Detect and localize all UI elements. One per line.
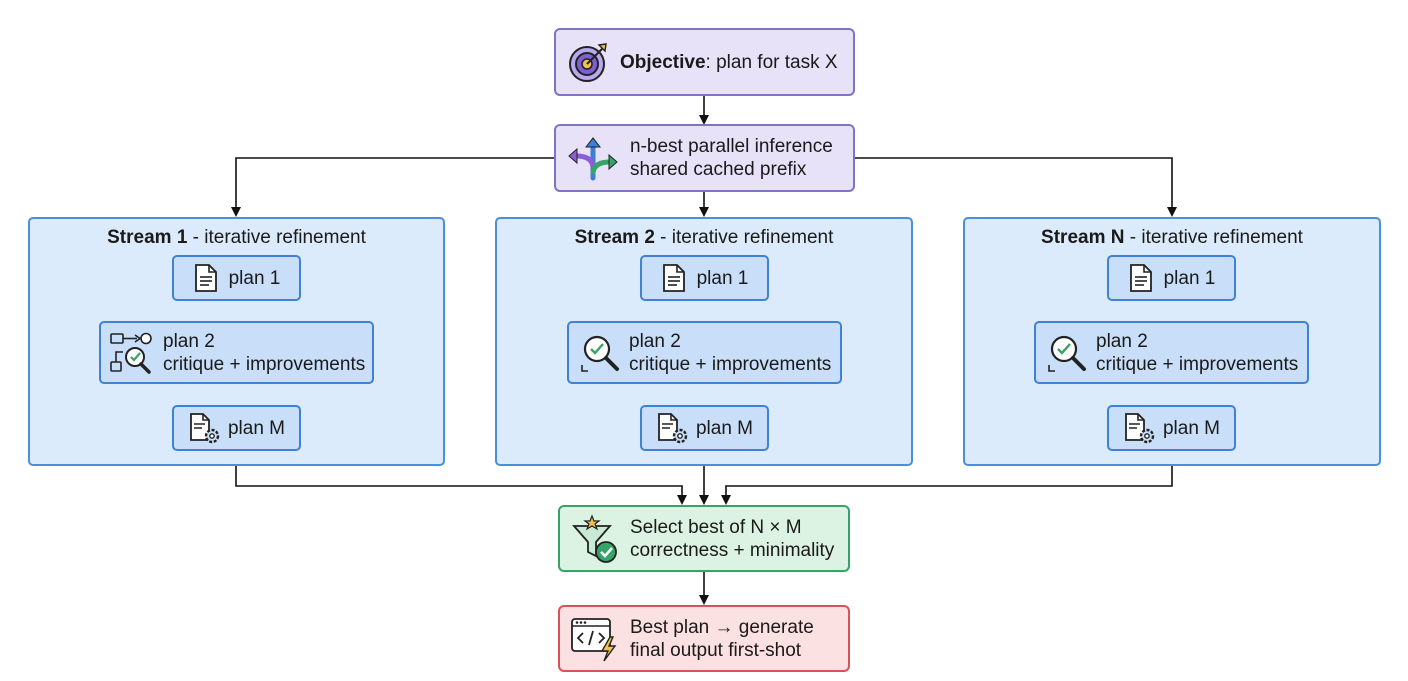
- stream-2-plan-m: plan M: [640, 405, 769, 451]
- stream-2-plan-1: plan 1: [640, 255, 769, 301]
- plan-m-label: plan M: [227, 417, 286, 439]
- plan-1-label: plan 1: [1163, 267, 1216, 289]
- stream-1-plan-1: plan 1: [172, 255, 301, 301]
- stream-n-title: Stream N - iterative refinement: [1041, 227, 1303, 248]
- stream-1-title: Stream 1 - iterative refinement: [107, 227, 366, 248]
- code-window-bolt-icon: [570, 615, 620, 663]
- stream-2-title: Stream 2 - iterative refinement: [574, 227, 834, 248]
- flow-magnifier-icon: [109, 330, 155, 376]
- stream-n-plan-1: plan 1: [1107, 255, 1236, 301]
- document-gear-icon: [188, 412, 220, 444]
- target-icon: [566, 40, 610, 84]
- document-icon: [1128, 263, 1154, 293]
- split-arrows-icon: [566, 134, 620, 182]
- objective-label: Objective: plan for task X: [620, 51, 838, 73]
- magnifier-check-icon: [1046, 332, 1088, 374]
- magnifier-check-icon: [579, 332, 621, 374]
- plan-m-label: plan M: [695, 417, 754, 439]
- stream-1-plan-m: plan M: [172, 405, 301, 451]
- document-gear-icon: [1123, 412, 1155, 444]
- objective-box: Objective: plan for task X: [554, 28, 855, 96]
- document-icon: [193, 263, 219, 293]
- document-icon: [661, 263, 687, 293]
- plan-1-label: plan 1: [228, 267, 281, 289]
- funnel-check-icon: [570, 513, 620, 564]
- document-gear-icon: [656, 412, 688, 444]
- plan-m-label: plan M: [1162, 417, 1221, 439]
- stream-n-plan-m: plan M: [1107, 405, 1236, 451]
- plan-1-label: plan 1: [696, 267, 749, 289]
